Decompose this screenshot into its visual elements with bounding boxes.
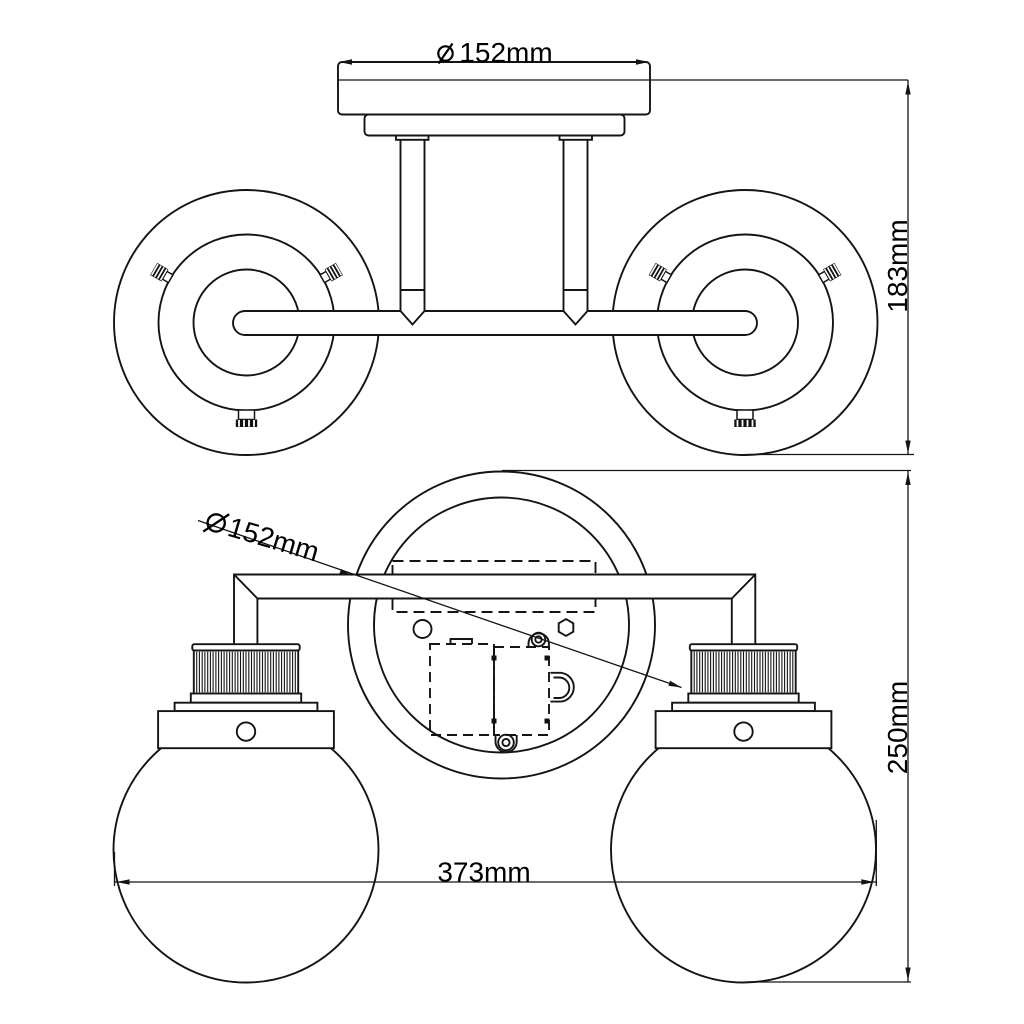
svg-text:373mm: 373mm xyxy=(437,857,530,888)
svg-text:250mm: 250mm xyxy=(882,681,913,774)
svg-text:152mm: 152mm xyxy=(459,37,552,68)
svg-text:183mm: 183mm xyxy=(882,219,913,312)
